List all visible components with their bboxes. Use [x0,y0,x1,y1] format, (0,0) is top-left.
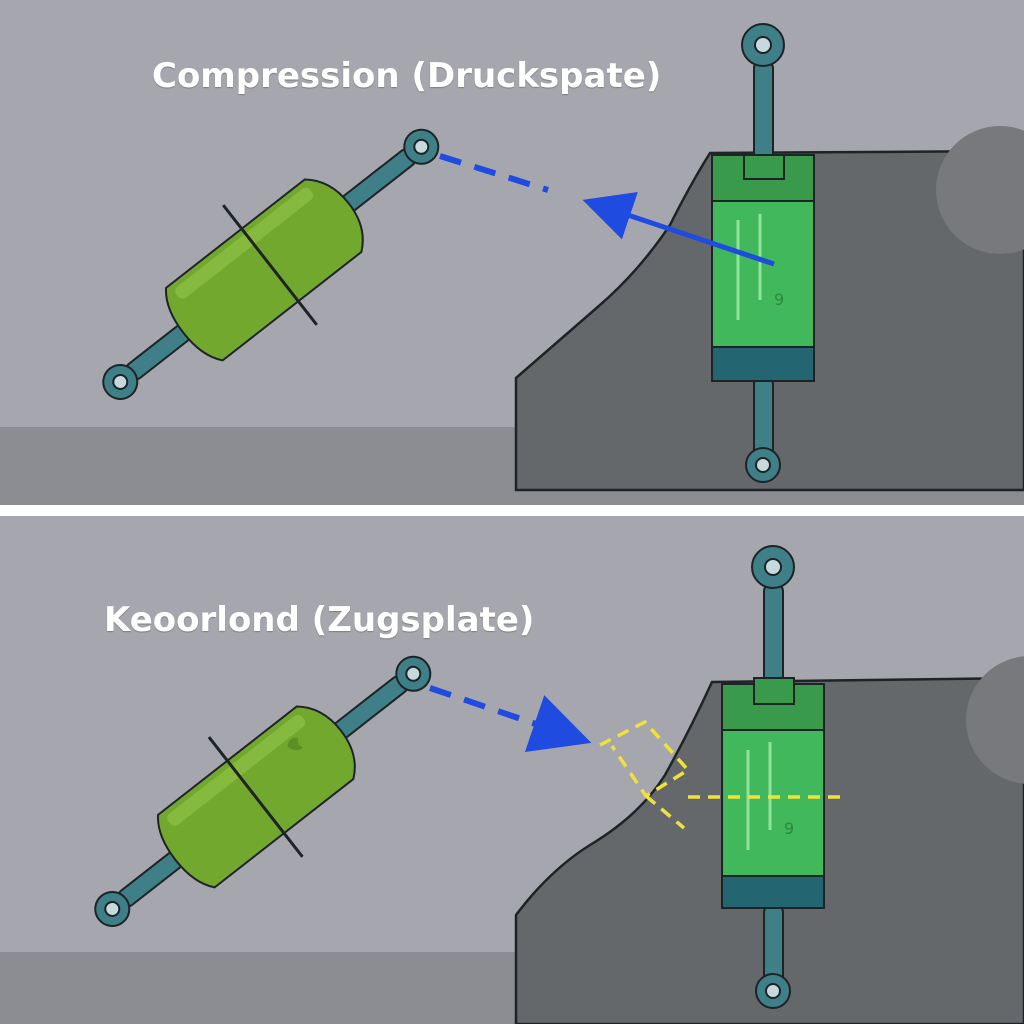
top-mounted-damper: 9 [711,23,815,483]
mounted-damper-eyelet-lower-hole [765,983,781,999]
mounted-damper-base [711,346,815,382]
mounted-damper-rod-upper [753,61,774,163]
loose-damper-body [165,178,364,362]
bottom-rebound-arrow [429,685,592,752]
top-compression-arrow [582,192,775,267]
loose-damper-cut-line [222,204,318,326]
yellow-guide-zigzag [599,719,691,799]
panel-divider [0,505,1024,516]
mounted-damper-cap-collar [753,677,795,705]
bottom-panel: 9 [0,516,1024,1024]
top-cliff-moon [936,126,1024,254]
mounted-damper-cap-collar [743,154,785,180]
loose-damper-eyelet-upper-hole [405,665,422,682]
top-loose-damper [102,128,440,400]
loose-damper-eyelet-lower-hole [112,373,129,390]
mounted-damper-body [711,200,815,348]
mounted-damper-rod-upper [763,584,784,690]
loose-damper-eyelet-lower-hole [104,900,121,917]
loose-damper-eyelet-upper-hole [413,138,430,155]
top-dashed-guide-arrow [439,153,549,193]
loose-damper-highlight [175,187,314,299]
loose-damper-cut-line [207,736,304,858]
bottom-yellow-guide [599,719,842,830]
yellow-guide-lower-leg [644,794,686,830]
loose-damper-logo-icon [287,737,304,751]
mounted-damper-eyelet-upper-hole [764,558,782,576]
mounted-damper-mark: 9 [774,290,784,309]
rebound-title: Keoorlond (Zugsplate) [104,600,535,640]
bottom-cliff-moon [966,656,1024,784]
bottom-mounted-damper: 9 [721,545,825,1009]
mounted-damper-eyelet-upper-hole [754,36,772,54]
mounted-damper-rod-lower [763,905,784,983]
bottom-loose-damper [94,655,432,927]
mounted-damper-eyelet-lower-hole [755,457,771,473]
compression-title: Compression (Druckspate) [152,56,662,96]
mounted-damper-mark: 9 [784,819,794,838]
mounted-damper-body [721,729,825,877]
top-panel: 9 [0,0,1024,505]
mounted-damper-base [721,875,825,909]
mounted-damper-rod-lower [753,377,774,459]
